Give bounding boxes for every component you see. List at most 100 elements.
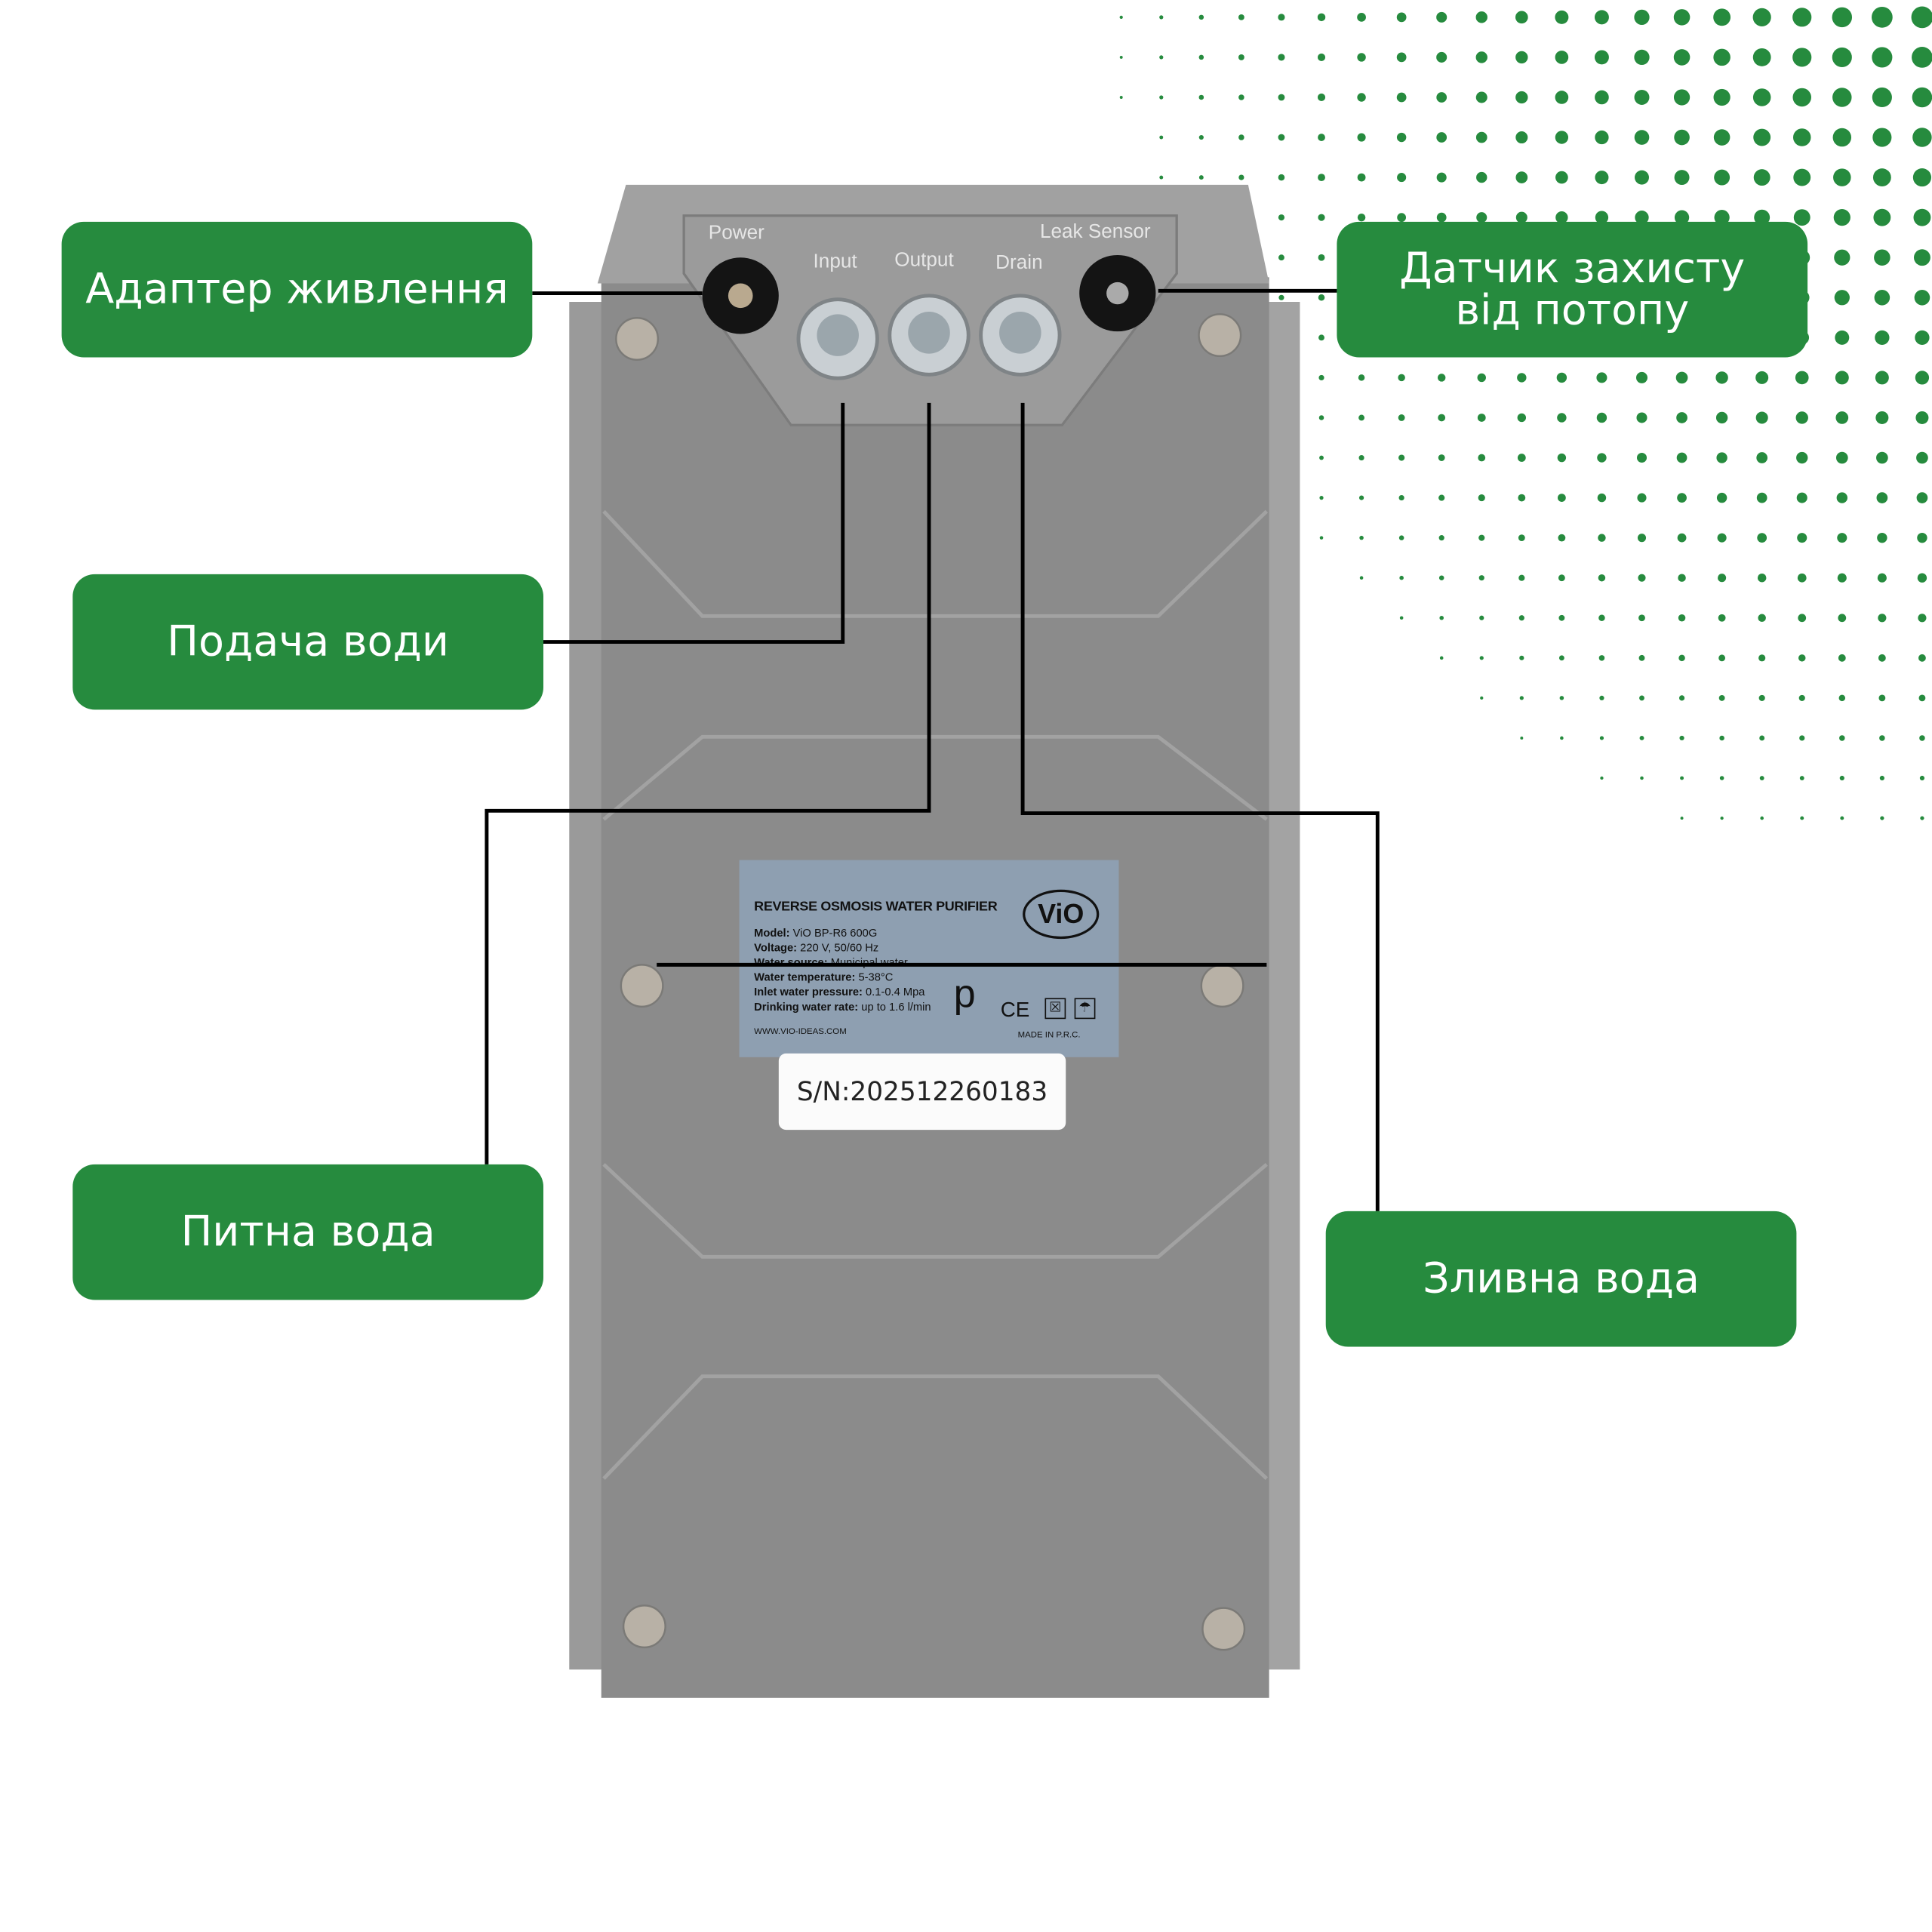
decorative-dot: [1476, 212, 1487, 223]
decorative-dot: [1919, 735, 1925, 741]
decorative-dot: [1634, 9, 1650, 25]
decorative-dot: [1318, 254, 1325, 261]
decorative-dot: [1875, 411, 1889, 424]
decorative-dot: [1917, 532, 1927, 543]
decorative-dot: [1557, 494, 1566, 502]
decorative-dot: [1478, 494, 1485, 502]
decorative-dot: [1396, 132, 1407, 143]
decorative-dot: [1673, 49, 1690, 66]
decorative-dot: [1515, 11, 1528, 24]
decorative-dot: [1793, 168, 1811, 186]
decorative-dot: [1396, 92, 1407, 103]
decorative-dot: [1515, 211, 1527, 223]
decorative-dot: [1634, 90, 1650, 105]
spec-value: 220 V, 50/60 Hz: [800, 941, 879, 954]
decorative-dot: [1719, 735, 1724, 741]
port-label-leak-sensor: Leak Sensor: [1039, 221, 1151, 243]
decorative-dot: [1838, 694, 1846, 702]
decorative-dot: [1835, 451, 1848, 464]
decorative-dot: [1278, 174, 1285, 181]
decorative-dot: [1798, 654, 1806, 662]
decorative-dot: [1278, 134, 1285, 141]
spec-plate: REVERSE OSMOSIS WATER PURIFIER ViO Model…: [739, 860, 1119, 1057]
decorative-dot: [1634, 130, 1650, 145]
decorative-dot: [1756, 492, 1767, 503]
decorative-dot: [1635, 211, 1649, 225]
decorative-dot: [1874, 249, 1890, 266]
decorative-dot: [1872, 128, 1892, 147]
decorative-dot: [1758, 654, 1766, 662]
decorative-dot: [1912, 168, 1932, 187]
decorative-dot: [1396, 12, 1407, 23]
decorative-dot: [1677, 493, 1687, 503]
decorative-dot: [1436, 11, 1447, 23]
decorative-dot: [1359, 535, 1364, 540]
decorative-dot: [1715, 411, 1728, 424]
decorative-dot: [1673, 89, 1690, 106]
decorative-dot: [1560, 736, 1564, 740]
decorative-dot: [1318, 214, 1325, 221]
decorative-dot: [1640, 776, 1644, 780]
callout-leak-sensor: Датчик захисту від потопу: [1337, 221, 1808, 358]
decorative-dot: [1480, 696, 1484, 700]
spec-key: Water temperature:: [754, 971, 856, 983]
decorative-dot: [1836, 492, 1847, 503]
spec-line: Water source: Municipal water: [754, 956, 908, 970]
decorative-dot: [1839, 735, 1845, 741]
decorative-dot: [1916, 492, 1928, 503]
callout-power-adapter: Адаптер живлення: [61, 221, 533, 358]
decorative-dot: [1318, 174, 1325, 181]
decorative-dot: [1879, 735, 1885, 741]
decorative-dot: [1835, 411, 1849, 424]
decorative-dot: [1799, 776, 1804, 780]
callout-drain-water: Зливна вода: [1325, 1211, 1797, 1347]
decorative-dot: [1596, 412, 1607, 423]
decorative-dot: [1319, 495, 1324, 500]
plate-website: WWW.VIO-IDEAS.COM: [754, 1027, 847, 1037]
spec-line: Model: ViO BP-R6 600G: [754, 927, 877, 940]
decorative-dot: [1714, 210, 1730, 226]
decorative-dot: [1797, 533, 1807, 543]
decorative-dot: [1555, 171, 1568, 184]
decorative-dot: [1517, 454, 1526, 462]
decorative-dot: [1318, 294, 1325, 301]
decorative-dot: [1555, 131, 1569, 144]
decorative-dot: [1559, 696, 1564, 700]
decorative-dot: [1875, 330, 1890, 345]
mark-p: p: [953, 971, 976, 1016]
port-label-power: Power: [708, 223, 764, 245]
decorative-dot: [1159, 15, 1164, 20]
decorative-dot: [1159, 55, 1164, 60]
decorative-dot: [1638, 654, 1645, 661]
decorative-dot: [1796, 451, 1808, 464]
decorative-dot: [1198, 94, 1204, 100]
spec-value: 5-38°C: [858, 971, 894, 983]
decorative-dot: [1398, 374, 1405, 382]
spec-key: Drinking water rate:: [754, 1000, 859, 1014]
decorative-dot: [1518, 494, 1526, 502]
decorative-dot: [1159, 175, 1164, 180]
decorative-dot: [1798, 694, 1805, 701]
decorative-dot: [1757, 573, 1767, 583]
decorative-dot: [1357, 133, 1366, 142]
decorative-dot: [1238, 54, 1244, 60]
decorative-dot: [1517, 373, 1527, 383]
decorative-dot: [1720, 816, 1724, 820]
decorative-dot: [1159, 135, 1164, 140]
decorative-dot: [1598, 655, 1605, 661]
decorative-dot: [1800, 816, 1804, 820]
decorative-dot: [1876, 451, 1888, 464]
decorative-dot: [1915, 330, 1930, 345]
decorative-dot: [1478, 454, 1486, 462]
decorative-dot: [1517, 413, 1527, 423]
decorative-dot: [1555, 91, 1569, 104]
decorative-dot: [1278, 294, 1284, 300]
spec-key: Inlet water pressure:: [754, 986, 863, 998]
decorative-dot: [1680, 776, 1684, 780]
decorative-dot: [1238, 134, 1244, 140]
decorative-dot: [1877, 532, 1887, 543]
decorative-dot: [1673, 9, 1690, 26]
decorative-dot: [1755, 371, 1769, 384]
decorative-dot: [1319, 536, 1324, 540]
decorative-dot: [1439, 656, 1444, 660]
